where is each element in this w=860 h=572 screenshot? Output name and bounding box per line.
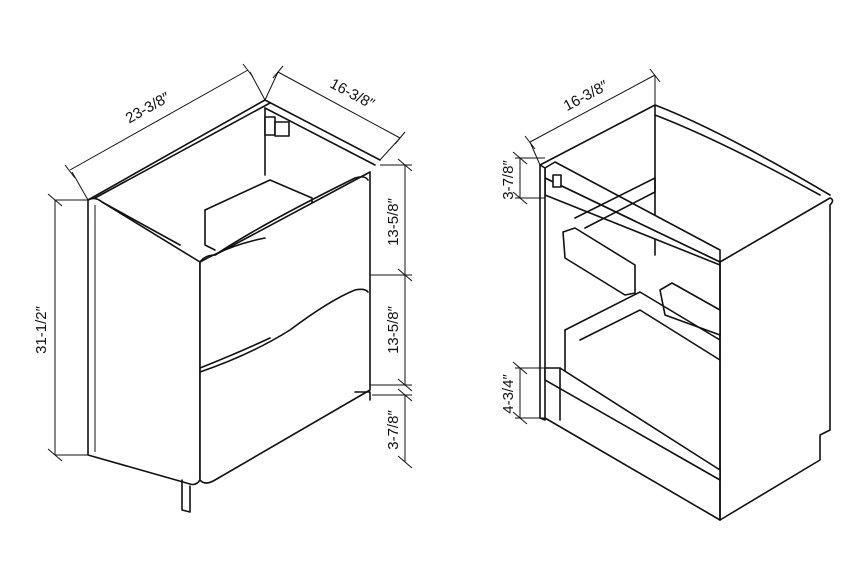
top-drawer-edge (199, 237, 266, 263)
height-label: 31-1/2″ (33, 305, 50, 354)
wall-bracket (264, 116, 276, 136)
top-rail-label: 3-7/8″ (500, 160, 517, 200)
toe-kick-notch (354, 391, 371, 401)
toe-kick-leg (181, 479, 191, 513)
right-side-panel (719, 197, 834, 521)
bottom-rail-extension (515, 367, 545, 419)
back-rim (264, 107, 376, 166)
mid-drawer-edge (199, 337, 271, 369)
inner-drawer-divider (204, 209, 216, 251)
height-extension-lines (55, 199, 88, 456)
rail-bracket (552, 174, 562, 188)
width-extension-lines (71, 71, 266, 201)
top-rail-extension (515, 157, 545, 199)
left-side-edge (539, 164, 546, 421)
cabinet-front-view (87, 99, 381, 513)
width-dim-line (69, 69, 249, 171)
bottom-base-edge (544, 417, 721, 521)
top-curved-rim (654, 104, 831, 196)
lower-box-top (564, 291, 721, 341)
front-face (199, 171, 371, 484)
top-curved-rim-inner (654, 114, 821, 196)
right-depth-label: 16-3/8″ (561, 77, 612, 115)
mid-drawer-handle-curve (199, 288, 369, 373)
bottom-rail-label: 4-3/4″ (500, 374, 517, 414)
depth-label: 16-3/8″ (327, 75, 378, 113)
right-depth-extension (529, 75, 656, 166)
toe-kick-label: 3-7/8″ (385, 410, 402, 450)
depth-extension-lines (264, 71, 401, 161)
wall-bracket-plate (274, 121, 290, 137)
inner-rim-left (101, 201, 181, 246)
depth-dim-line (277, 71, 401, 139)
bottom-drawer-label: 13-5/8″ (385, 305, 402, 354)
bottom-rail (544, 367, 721, 481)
right-depth-dim-line (529, 74, 656, 143)
top-drawer-label: 13-5/8″ (385, 197, 402, 246)
lower-box-inner (579, 309, 721, 361)
right-drawer-slide (659, 282, 721, 336)
top-back-edge (539, 104, 656, 166)
top-drawer-handle-curve (214, 176, 369, 256)
left-drawer-slide (562, 227, 636, 296)
left-side-panel (87, 197, 201, 486)
width-dim-ticks (64, 63, 254, 179)
width-label: 23-3/8″ (123, 89, 174, 127)
upper-inner-shelf (574, 177, 656, 229)
cabinet-open-view (539, 104, 834, 521)
